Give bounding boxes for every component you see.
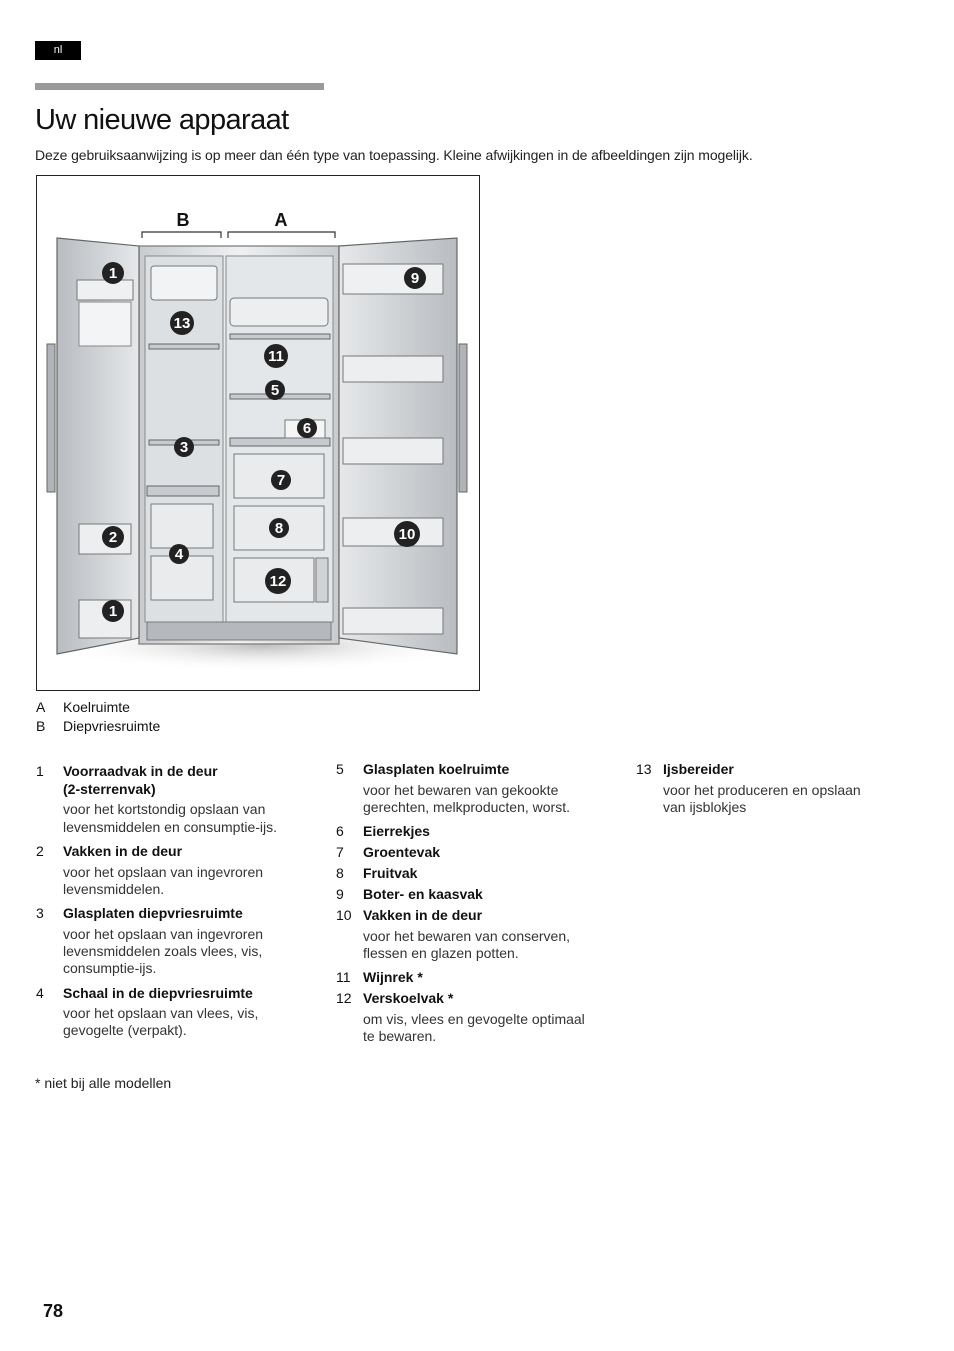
badge-7: 7 bbox=[271, 470, 291, 490]
badge-11: 11 bbox=[264, 344, 288, 368]
legend-row-b: B Diepvriesruimte bbox=[36, 718, 160, 734]
item-number: 11 bbox=[336, 969, 351, 985]
badge-1-top: 1 bbox=[102, 262, 124, 284]
item-description-line2: flessen en glazen potten. bbox=[363, 945, 519, 961]
zone-label-b: B bbox=[177, 210, 190, 230]
badge-6: 6 bbox=[297, 418, 317, 438]
items-column-2: 5 Glasplaten koelruimte voor het bewaren… bbox=[336, 761, 626, 1061]
item-number: 2 bbox=[36, 843, 44, 859]
badge-8: 8 bbox=[269, 518, 289, 538]
svg-text:10: 10 bbox=[399, 526, 416, 543]
svg-text:11: 11 bbox=[268, 348, 284, 365]
intro-text: Deze gebruiksaanwijzing is op meer dan é… bbox=[35, 147, 753, 163]
item-heading: Verskoelvak * bbox=[363, 990, 454, 1006]
item-heading: Wijnrek * bbox=[363, 969, 423, 985]
svg-text:4: 4 bbox=[175, 546, 184, 563]
item-description-line2: van ijsblokjes bbox=[663, 799, 747, 815]
item-number: 6 bbox=[336, 823, 344, 839]
page-title: Uw nieuwe apparaat bbox=[35, 104, 289, 136]
item-heading: Glasplaten koelruimte bbox=[363, 761, 510, 777]
legend-label: Diepvriesruimte bbox=[63, 718, 161, 734]
item-number: 1 bbox=[36, 763, 44, 779]
item-heading: Vakken in de deur bbox=[63, 843, 183, 859]
item-heading: Eierrekjes bbox=[363, 823, 430, 839]
item-description: voor het produceren en opslaan bbox=[663, 782, 861, 798]
items-column-3: 13 Ijsbereider voor het produceren en op… bbox=[636, 761, 926, 831]
badge-9: 9 bbox=[404, 267, 426, 289]
item-heading-line2: (2-sterrenvak) bbox=[63, 781, 156, 797]
item-description-line2: te bewaren. bbox=[363, 1028, 437, 1044]
footnote: * niet bij alle modellen bbox=[35, 1075, 172, 1091]
fridge-illustration: B A bbox=[46, 210, 477, 672]
item-heading: Fruitvak bbox=[363, 865, 418, 881]
item-description-line2: gerechten, melkproducten, worst. bbox=[363, 799, 570, 815]
badge-4: 4 bbox=[169, 544, 189, 564]
fridge-figure: B A bbox=[36, 175, 480, 691]
page-number: 78 bbox=[43, 1301, 64, 1321]
item-description-line2: levensmiddelen zoals vlees, vis, bbox=[63, 943, 263, 959]
svg-text:6: 6 bbox=[303, 420, 311, 437]
item-description-line2: levensmiddelen en consumptie-ijs. bbox=[63, 819, 277, 835]
item-heading: Vakken in de deur bbox=[363, 907, 483, 923]
item-number: 3 bbox=[36, 905, 44, 921]
item-description-line3: consumptie-ijs. bbox=[63, 960, 157, 976]
svg-text:2: 2 bbox=[109, 529, 117, 546]
legend-row-a: A Koelruimte bbox=[36, 699, 130, 715]
svg-text:1: 1 bbox=[109, 265, 117, 282]
badge-12: 12 bbox=[265, 568, 291, 594]
item-description: om vis, vlees en gevogelte optimaal bbox=[363, 1011, 585, 1027]
legend-key: B bbox=[36, 718, 46, 734]
item-number: 10 bbox=[336, 907, 352, 923]
svg-text:13: 13 bbox=[174, 315, 191, 332]
item-description: voor het bewaren van gekookte bbox=[363, 782, 559, 798]
item-number: 12 bbox=[336, 990, 352, 1006]
item-description: voor het opslaan van ingevroren bbox=[63, 864, 264, 880]
badge-5: 5 bbox=[265, 380, 285, 400]
items-column-1: 1 Voorraadvak in de deur (2-sterrenvak) … bbox=[36, 763, 326, 1053]
badge-13: 13 bbox=[170, 311, 194, 335]
svg-text:1: 1 bbox=[109, 603, 117, 620]
item-description: voor het opslaan van vlees, vis, bbox=[63, 1005, 259, 1021]
item-heading: Ijsbereider bbox=[663, 761, 734, 777]
item-heading: Schaal in de diepvriesruimte bbox=[63, 985, 253, 1001]
item-number: 5 bbox=[336, 761, 344, 777]
item-description-line2: gevogelte (verpakt). bbox=[63, 1022, 187, 1038]
legend-key: A bbox=[36, 699, 46, 715]
item-description: voor het bewaren van conserven, bbox=[363, 928, 571, 944]
item-number: 4 bbox=[36, 985, 44, 1001]
svg-text:8: 8 bbox=[275, 520, 283, 537]
zone-label-a: A bbox=[275, 210, 288, 230]
svg-text:12: 12 bbox=[270, 573, 287, 590]
badge-3: 3 bbox=[174, 437, 194, 457]
item-heading: Boter- en kaasvak bbox=[363, 886, 483, 902]
item-description-line2: levensmiddelen. bbox=[63, 881, 165, 897]
item-number: 13 bbox=[636, 761, 652, 777]
item-number: 8 bbox=[336, 865, 344, 881]
item-description: voor het opslaan van ingevroren bbox=[63, 926, 264, 942]
legend-label: Koelruimte bbox=[63, 699, 130, 715]
item-heading: Groentevak bbox=[363, 844, 441, 860]
svg-text:3: 3 bbox=[180, 439, 188, 456]
item-heading: Voorraadvak in de deur bbox=[63, 763, 218, 779]
badge-1-bottom: 1 bbox=[102, 600, 124, 622]
header-rule bbox=[35, 83, 324, 90]
item-number: 7 bbox=[336, 844, 344, 860]
item-heading: Glasplaten diepvriesruimte bbox=[63, 905, 243, 921]
svg-text:9: 9 bbox=[411, 270, 419, 287]
svg-text:5: 5 bbox=[271, 382, 279, 399]
item-number: 9 bbox=[336, 886, 344, 902]
svg-text:7: 7 bbox=[277, 472, 285, 489]
item-description: voor het kortstondig opslaan van bbox=[63, 801, 266, 817]
badge-10: 10 bbox=[394, 521, 420, 547]
language-badge: nl bbox=[35, 41, 81, 60]
badge-2: 2 bbox=[102, 526, 124, 548]
